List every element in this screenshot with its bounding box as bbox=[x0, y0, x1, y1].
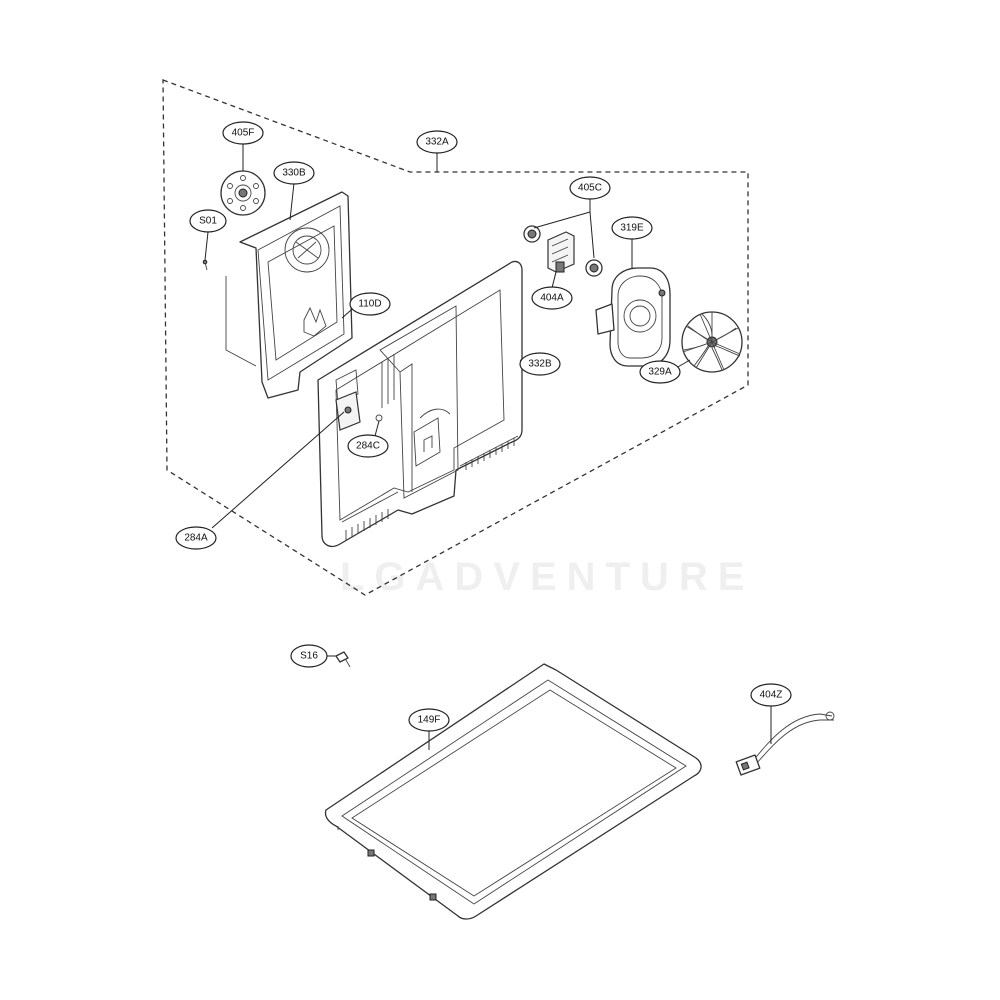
callout-S16-text: S16 bbox=[300, 651, 318, 662]
callout-S01-text: S01 bbox=[199, 216, 217, 227]
callout-404A-text: 404A bbox=[540, 293, 564, 304]
callout-319E: 319E bbox=[611, 216, 653, 240]
part-332B-cover-panel[interactable] bbox=[317, 260, 523, 548]
callout-332A: 332A bbox=[416, 130, 458, 154]
assembly-boundary-dashed bbox=[162, 79, 749, 596]
callout-404Z-text: 404Z bbox=[760, 690, 783, 701]
callout-404A: 404A bbox=[531, 286, 573, 310]
part-405C-gear-set[interactable] bbox=[523, 225, 603, 277]
callout-284A-text: 284A bbox=[184, 533, 208, 544]
callout-330B: 330B bbox=[273, 161, 315, 185]
callout-404Z: 404Z bbox=[750, 683, 792, 707]
callout-405F: 405F bbox=[222, 121, 264, 145]
callout-330B-text: 330B bbox=[282, 168, 306, 179]
callout-284A: 284A bbox=[175, 526, 217, 550]
part-284A-thermistor-bracket[interactable] bbox=[335, 391, 361, 431]
part-404Z-wire-harness[interactable] bbox=[735, 711, 835, 776]
callout-110D: 110D bbox=[349, 292, 391, 316]
callout-332B-text: 332B bbox=[528, 359, 552, 370]
part-149F-glass-shelf[interactable] bbox=[324, 663, 702, 920]
part-405F-gear-disc[interactable] bbox=[220, 170, 266, 216]
callout-329A: 329A bbox=[639, 360, 681, 384]
callout-149F-text: 149F bbox=[418, 715, 441, 726]
part-329A-fan-blade[interactable] bbox=[681, 311, 743, 373]
callout-110D-text: 110D bbox=[358, 299, 381, 310]
part-404A-damper-motor[interactable] bbox=[547, 231, 575, 273]
callout-S01: S01 bbox=[189, 209, 227, 233]
callout-405C: 405C bbox=[569, 176, 611, 200]
part-S01-screw[interactable] bbox=[202, 259, 208, 271]
callout-332B: 332B bbox=[519, 352, 561, 376]
callout-284C-text: 284C bbox=[356, 441, 380, 452]
callout-319E-text: 319E bbox=[620, 223, 644, 234]
part-110D-bracket[interactable] bbox=[335, 369, 359, 405]
callout-149F: 149F bbox=[408, 708, 450, 732]
callout-284C: 284C bbox=[347, 434, 389, 458]
part-319E-fan-motor-housing[interactable] bbox=[595, 267, 671, 367]
callout-405C-text: 405C bbox=[578, 183, 602, 194]
leader-lines bbox=[204, 144, 772, 750]
part-S16-screw[interactable] bbox=[335, 651, 351, 668]
part-330B-housing-plate[interactable] bbox=[225, 191, 353, 399]
callout-329A-text: 329A bbox=[648, 367, 672, 378]
callout-405F-text: 405F bbox=[232, 128, 255, 139]
callout-332A-text: 332A bbox=[425, 137, 449, 148]
watermark-text: LGADVENTURE bbox=[340, 555, 754, 599]
callout-S16: S16 bbox=[290, 644, 328, 668]
